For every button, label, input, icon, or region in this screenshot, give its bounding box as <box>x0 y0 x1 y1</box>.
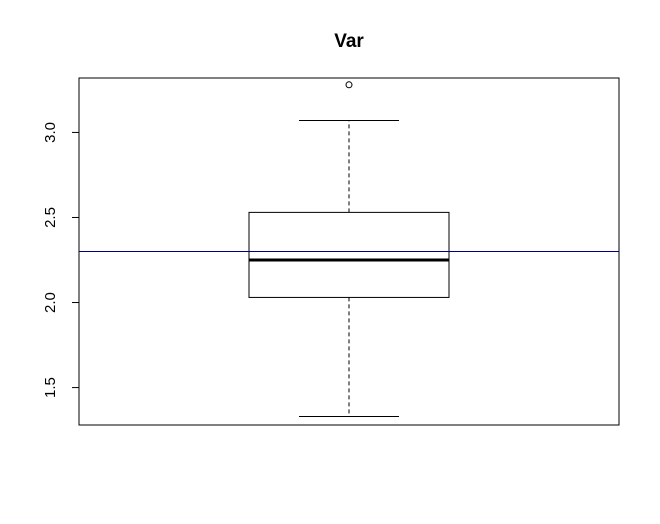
box-iqr <box>248 211 450 298</box>
y-tick-label: 2.0 <box>42 292 59 313</box>
y-tick-label: 3.0 <box>42 122 59 143</box>
y-axis: 1.5 2.0 2.5 3.0 <box>42 122 80 398</box>
y-tick-label: 2.5 <box>42 207 59 228</box>
outlier-point <box>345 81 353 89</box>
chart-title: Var <box>334 31 364 52</box>
plot-layer <box>79 81 619 417</box>
y-tick-label: 1.5 <box>42 377 59 398</box>
